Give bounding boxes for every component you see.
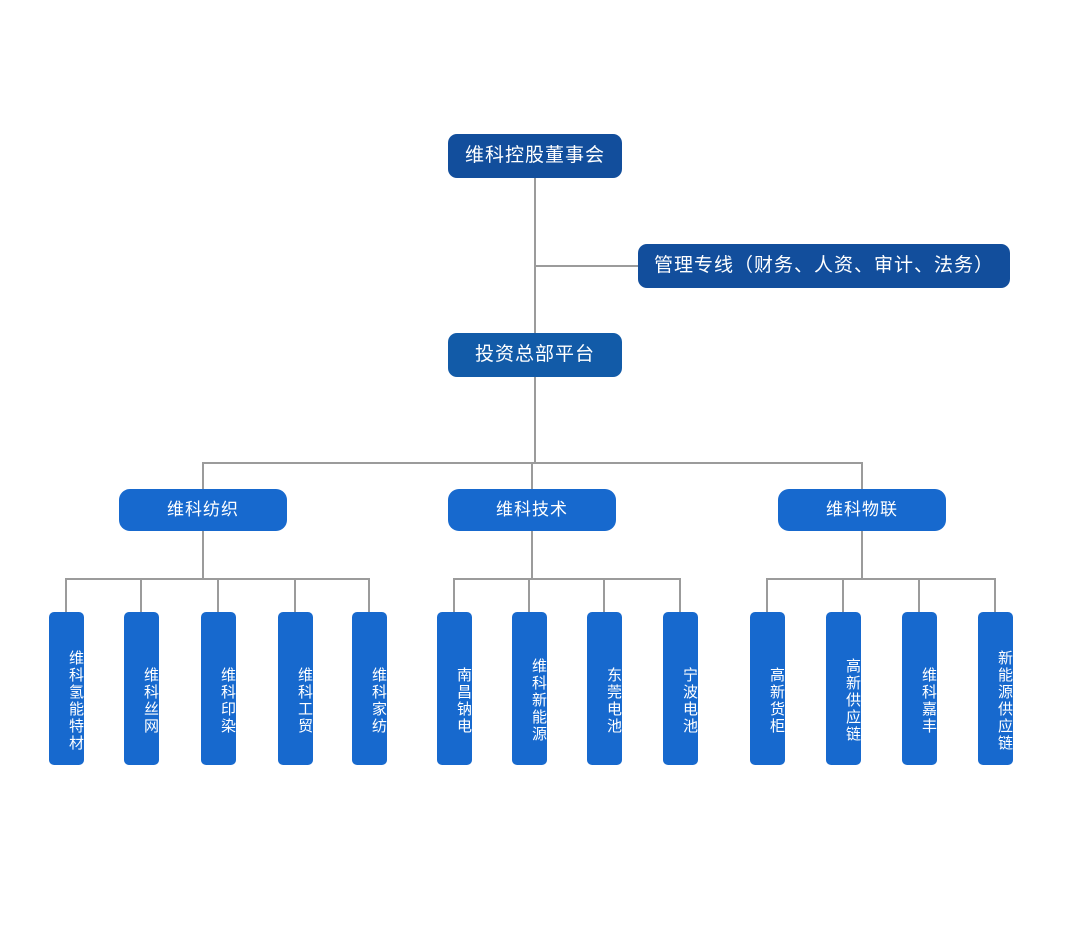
connector-drop-leaf-3 [217, 578, 219, 612]
connector-drop-leaf-7 [528, 578, 530, 612]
node-leaf-wire-mesh[interactable]: 维科丝网 [124, 612, 159, 765]
connector-drop-leaf-11 [842, 578, 844, 612]
connector-drop-leaf-5 [368, 578, 370, 612]
connector-drop-leaf-13 [994, 578, 996, 612]
connector-drop-division-2 [531, 462, 533, 489]
node-leaf-new-energy[interactable]: 维科新能源 [512, 612, 547, 765]
connector-drop-division-3 [861, 462, 863, 489]
node-leaf-ningbo-battery[interactable]: 宁波电池 [663, 612, 698, 765]
node-leaf-jiafeng[interactable]: 维科嘉丰 [902, 612, 937, 765]
connector-division-3-to-leaf-bus [861, 531, 863, 578]
connector-drop-leaf-8 [603, 578, 605, 612]
connector-leaf-bus-group-2 [453, 578, 679, 580]
connector-root-to-platform [534, 178, 536, 333]
node-leaf-industrial-trade[interactable]: 维科工贸 [278, 612, 313, 765]
node-leaf-hightech-container[interactable]: 高新货柜 [750, 612, 785, 765]
node-leaf-home-textile[interactable]: 维科家纺 [352, 612, 387, 765]
connector-drop-division-1 [202, 462, 204, 489]
node-leaf-new-energy-supply-chain[interactable]: 新能源供应链 [978, 612, 1013, 765]
connector-drop-leaf-10 [766, 578, 768, 612]
connector-drop-leaf-9 [679, 578, 681, 612]
node-investment-hq-platform[interactable]: 投资总部平台 [448, 333, 622, 377]
connector-drop-leaf-12 [918, 578, 920, 612]
node-board-of-directors[interactable]: 维科控股董事会 [448, 134, 622, 178]
connector-division-2-to-leaf-bus [531, 531, 533, 578]
connector-drop-leaf-2 [140, 578, 142, 612]
node-leaf-hightech-supply-chain[interactable]: 高新供应链 [826, 612, 861, 765]
node-leaf-hydrogen-materials[interactable]: 维科氢能特材 [49, 612, 84, 765]
node-leaf-dongguan-battery[interactable]: 东莞电池 [587, 612, 622, 765]
node-management-line[interactable]: 管理专线（财务、人资、审计、法务） [638, 244, 1010, 288]
node-division-technology[interactable]: 维科技术 [448, 489, 616, 531]
connector-drop-leaf-6 [453, 578, 455, 612]
node-leaf-printing-dyeing[interactable]: 维科印染 [201, 612, 236, 765]
node-leaf-nanchang-sodium-battery[interactable]: 南昌钠电 [437, 612, 472, 765]
connector-platform-to-division-bus [534, 377, 536, 462]
connector-platform-trunk-to-staff-line [534, 265, 638, 267]
connector-division-1-to-leaf-bus [202, 531, 204, 579]
connector-leaf-bus-group-3 [766, 578, 994, 580]
connector-drop-leaf-4 [294, 578, 296, 612]
node-division-textile[interactable]: 维科纺织 [119, 489, 287, 531]
node-division-iot[interactable]: 维科物联 [778, 489, 946, 531]
connector-drop-leaf-1 [65, 578, 67, 612]
